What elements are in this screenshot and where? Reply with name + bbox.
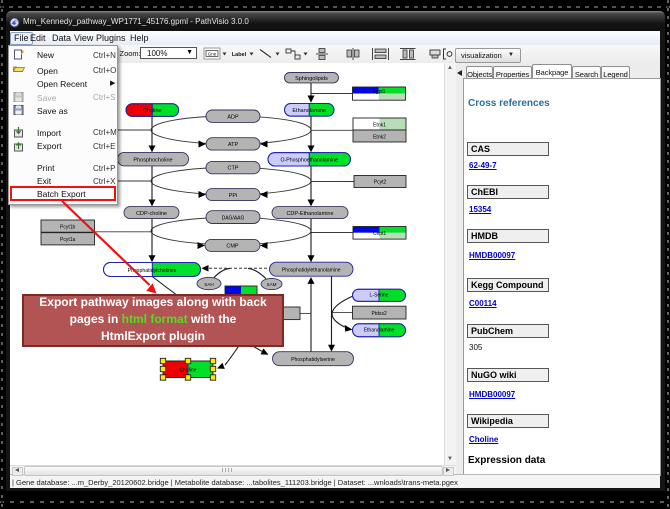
svg-text:Phosphocholine: Phosphocholine [133,157,172,163]
svg-text:CDP-Ethanolamine: CDP-Ethanolamine [286,211,333,217]
svg-text:Ptdss2: Ptdss2 [372,311,388,317]
svg-text:Ethanolamine: Ethanolamine [292,108,326,114]
svg-text:SAH: SAH [204,282,213,287]
svg-text:CTP: CTP [228,166,239,172]
svg-text:DAG/AAG: DAG/AAG [222,215,245,221]
svg-text:Etnk1: Etnk1 [373,122,386,128]
svg-text:Sgpl1: Sgpl1 [373,89,386,95]
svg-text:CMP: CMP [226,244,239,250]
svg-text:Pcyt1b: Pcyt1b [60,224,76,230]
svg-text:Phosphatidylethanolamine: Phosphatidylethanolamine [282,268,341,274]
svg-text:Pcyt1a: Pcyt1a [60,237,76,243]
svg-text:L-Serine: L-Serine [370,293,389,299]
svg-text:Cept1: Cept1 [373,231,387,237]
svg-text:Ethanolamine: Ethanolamine [364,328,395,334]
svg-text:Sphingolipids: Sphingolipids [295,76,328,82]
svg-text:Etnk2: Etnk2 [373,134,386,140]
svg-text:CDP-choline: CDP-choline [136,211,167,217]
svg-text:ATP: ATP [228,142,239,148]
svg-text:Label: Label [232,52,247,58]
svg-text:O-Phosphoethanolamine: O-Phosphoethanolamine [281,158,339,164]
svg-text:Phosphatidylserine: Phosphatidylserine [291,357,335,363]
svg-text:Choline: Choline [180,367,197,373]
svg-text:Pcyt2: Pcyt2 [374,180,387,186]
svg-text:SAM: SAM [267,282,277,287]
svg-text:Gne: Gne [208,52,217,57]
svg-text:Choline: Choline [143,108,162,114]
svg-text:PPi: PPi [229,193,238,199]
svg-text:ADP: ADP [227,114,239,120]
svg-text:Phosphatidylcholines: Phosphatidylcholines [128,268,177,274]
